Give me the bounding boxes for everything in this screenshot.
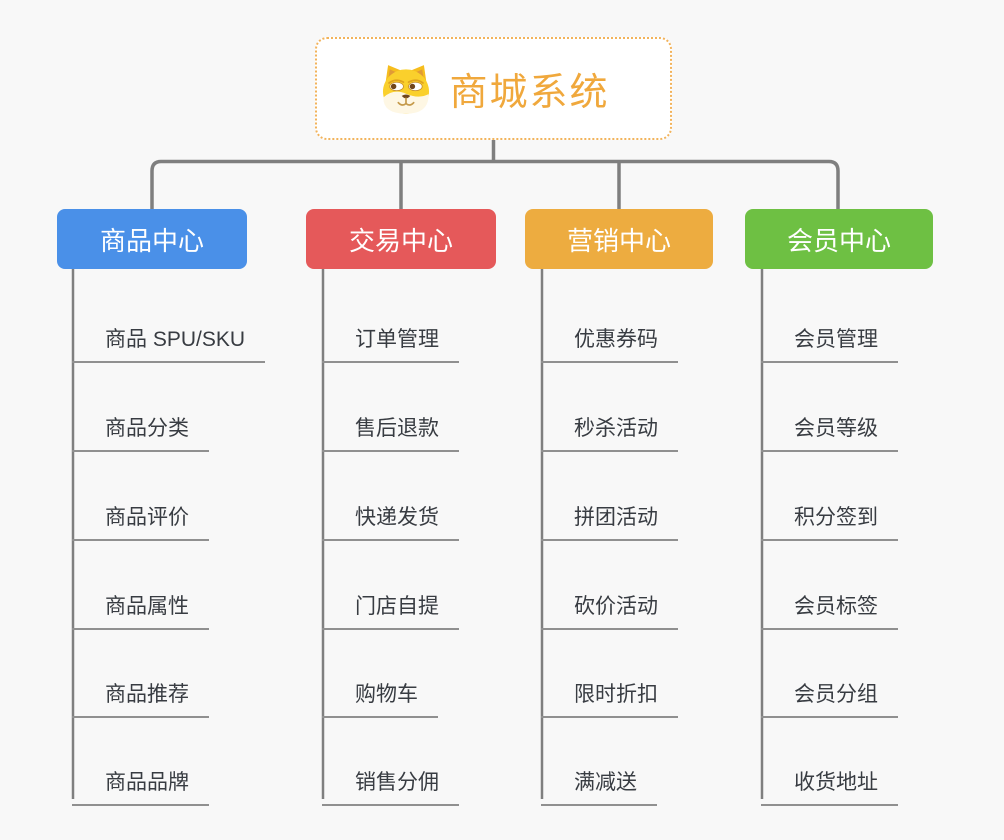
child-node[interactable]: 商品 SPU/SKU	[72, 311, 266, 363]
child-node[interactable]: 商品评价	[72, 489, 209, 541]
branch-node-marketing-center[interactable]: 营销中心	[525, 209, 713, 269]
child-node[interactable]: 快递发货	[322, 489, 459, 541]
child-node[interactable]: 积分签到	[761, 489, 898, 541]
child-node[interactable]: 售后退款	[322, 400, 459, 452]
connector-top-rail	[150, 159, 840, 210]
child-node[interactable]: 购物车	[322, 666, 438, 718]
branch-node-trade-center[interactable]: 交易中心	[306, 209, 496, 269]
child-node[interactable]: 销售分佣	[322, 754, 459, 806]
child-node[interactable]: 优惠券码	[541, 311, 678, 363]
child-node[interactable]: 商品分类	[72, 400, 209, 452]
child-node[interactable]: 收货地址	[761, 754, 898, 806]
root-node-label: 商城系统	[449, 72, 610, 114]
child-node[interactable]: 会员等级	[761, 400, 898, 452]
child-node[interactable]: 砍价活动	[541, 578, 678, 630]
child-node[interactable]: 拼团活动	[541, 489, 678, 541]
child-node[interactable]: 商品推荐	[72, 666, 209, 718]
child-node[interactable]: 限时折扣	[541, 666, 678, 718]
root-node[interactable]: 商城系统	[315, 37, 672, 140]
dog-face-icon	[383, 64, 430, 114]
child-node[interactable]: 订单管理	[322, 311, 459, 363]
child-node[interactable]: 会员管理	[761, 311, 898, 363]
child-node[interactable]: 门店自提	[322, 578, 459, 630]
child-node[interactable]: 会员分组	[761, 666, 898, 718]
child-node[interactable]: 商品属性	[72, 578, 209, 630]
child-node[interactable]: 满减送	[541, 754, 657, 806]
child-node[interactable]: 会员标签	[761, 578, 898, 630]
child-node[interactable]: 秒杀活动	[541, 400, 678, 452]
child-node[interactable]: 商品品牌	[72, 754, 209, 806]
branch-node-member-center[interactable]: 会员中心	[745, 209, 933, 269]
branch-node-product-center[interactable]: 商品中心	[57, 209, 247, 269]
